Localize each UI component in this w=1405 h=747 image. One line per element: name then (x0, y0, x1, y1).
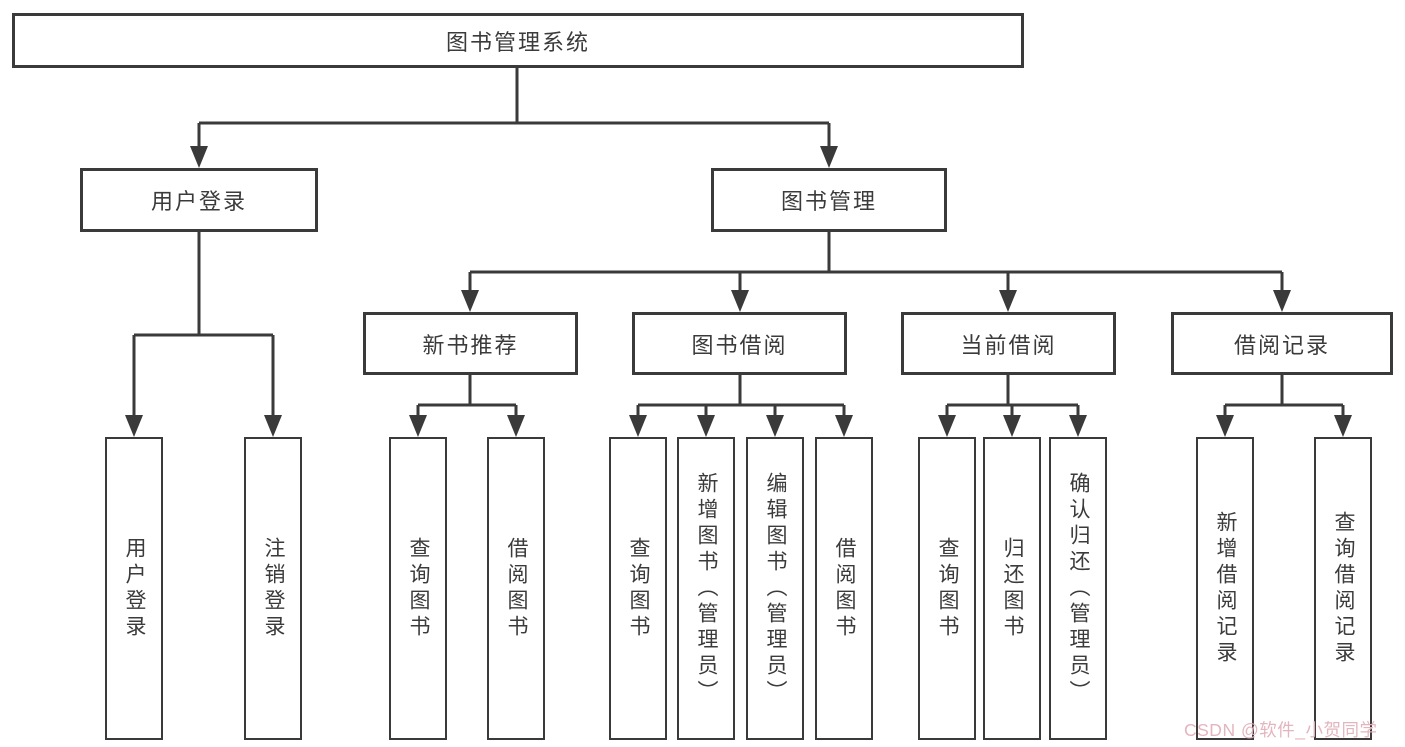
leaf-logout-login: 注销登录 (244, 437, 302, 740)
node-new-book-recommend: 新书推荐 (363, 312, 578, 375)
leaf-label: 归还图书 (1001, 536, 1024, 641)
node-label: 当前借阅 (960, 332, 1057, 358)
leaf-add-borrow-record: 新增借阅记录 (1196, 437, 1254, 740)
leaf-confirm-return-admin: 确认归还（管理员） (1049, 437, 1107, 740)
connector-user-login-to-leaves (125, 232, 282, 437)
csdn-watermark: CSDN @软件_小贺同学 (1184, 720, 1378, 740)
node-book-management: 图书管理 (711, 168, 947, 232)
node-current-borrowing: 当前借阅 (901, 312, 1116, 375)
connector-book-borrowing-to-leaves (629, 375, 853, 437)
leaf-borrow-books-recommend: 借阅图书 (487, 437, 545, 740)
leaf-query-books-recommend: 查询图书 (389, 437, 447, 740)
leaf-query-borrow-record: 查询借阅记录 (1314, 437, 1372, 740)
leaf-label: 查询借阅记录 (1332, 510, 1355, 667)
leaf-label: 查询图书 (936, 536, 959, 641)
node-label: 新书推荐 (422, 332, 519, 358)
leaf-query-books-borrowing: 查询图书 (609, 437, 667, 740)
node-label: 图书管理系统 (445, 29, 590, 55)
leaf-label: 编辑图书（管理员） (764, 471, 787, 706)
leaf-return-books: 归还图书 (983, 437, 1041, 740)
leaf-label: 借阅图书 (833, 536, 856, 641)
node-label: 借阅记录 (1233, 332, 1330, 358)
leaf-label: 新增图书（管理员） (695, 471, 718, 706)
connector-borrowing-records-to-leaves (1216, 375, 1352, 437)
leaf-add-books-admin: 新增图书（管理员） (677, 437, 735, 740)
node-library-management-system: 图书管理系统 (12, 13, 1024, 68)
node-user-login: 用户登录 (80, 168, 318, 232)
leaf-label: 新增借阅记录 (1214, 510, 1237, 667)
node-borrowing-records: 借阅记录 (1171, 312, 1393, 375)
connector-current-borrowing-to-leaves (938, 375, 1087, 437)
connector-book-management-to-level3 (461, 232, 1291, 312)
connector-root-to-level2 (190, 68, 838, 168)
leaf-label: 用户登录 (123, 536, 146, 641)
leaf-label: 借阅图书 (505, 536, 528, 641)
leaf-query-books-current: 查询图书 (918, 437, 976, 740)
node-label: 用户登录 (150, 189, 247, 214)
node-label: 图书借阅 (691, 332, 788, 358)
leaf-user-login: 用户登录 (105, 437, 163, 740)
connector-new-book-recommend-to-leaves (409, 375, 525, 437)
leaf-label: 查询图书 (627, 536, 650, 641)
leaf-borrow-books: 借阅图书 (815, 437, 873, 740)
node-label: 图书管理 (780, 189, 877, 214)
leaf-label: 注销登录 (262, 536, 285, 641)
leaf-label: 确认归还（管理员） (1067, 471, 1090, 706)
node-book-borrowing: 图书借阅 (632, 312, 847, 375)
leaf-edit-books-admin: 编辑图书（管理员） (746, 437, 804, 740)
leaf-label: 查询图书 (407, 536, 430, 641)
